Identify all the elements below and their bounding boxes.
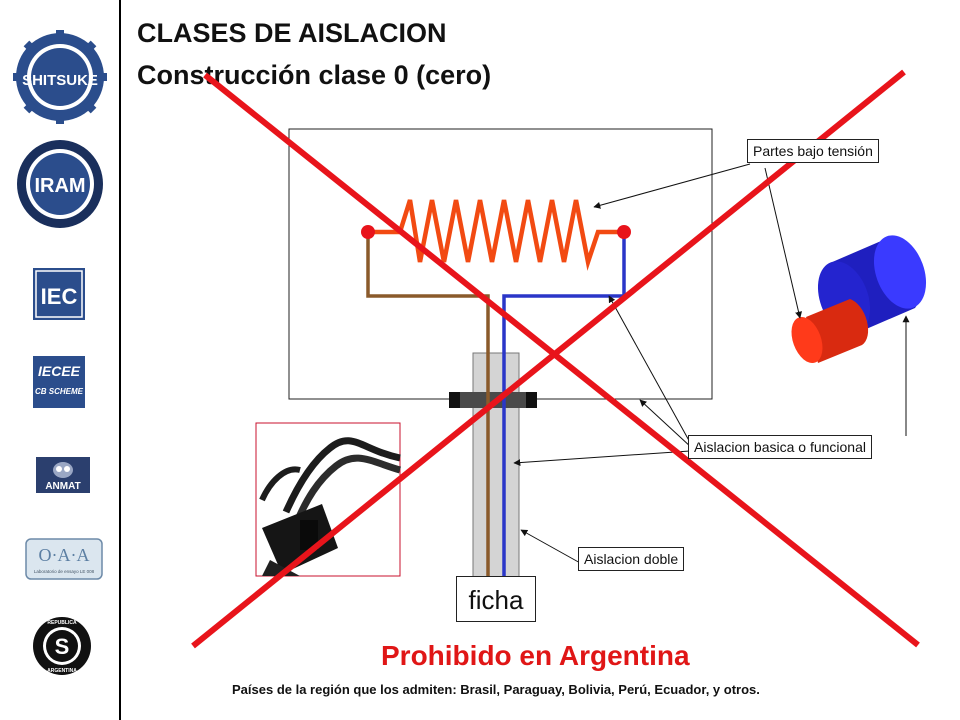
iec-logo: IEC (33, 268, 85, 320)
arrow-basica-to-wire (608, 295, 693, 447)
logo-sidebar: SHITSUKE IRAM IEC IECEE CB SCHEME ANMAT … (0, 0, 121, 720)
shitsuke-logo-text: SHITSUKE (22, 72, 98, 89)
label-partes-bajo-tension: Partes bajo tensión (747, 139, 879, 163)
anmat-logo: ANMAT (36, 457, 90, 493)
iram-logo: IRAM (17, 140, 103, 228)
label-aislacion-doble: Aislacion doble (578, 547, 685, 571)
iec-logo-text: IEC (41, 284, 78, 309)
iram-center (30, 153, 90, 215)
prohibition-text: Prohibido en Argentina (381, 640, 690, 671)
slide-title: CLASES DE AISLACION (137, 18, 447, 48)
iecee-logo-text: IECEE (38, 363, 81, 379)
arrow-partes-to-resistor (593, 163, 751, 209)
s-mark-ring-top-text: REPUBLICA (47, 620, 77, 626)
live-wire (366, 232, 490, 576)
s-mark-text: S (55, 634, 70, 659)
oaa-badge (25, 538, 103, 580)
countries-footnote: Países de la región que los admiten: Bra… (232, 682, 760, 697)
iram-logo-text: IRAM (34, 175, 85, 197)
oaa-logo: O·A·A Laboratorio de ensayo LE 008 (25, 538, 103, 580)
arrow-partes-to-conductor (764, 167, 802, 319)
iec-badge (33, 268, 85, 320)
prohibition-cross-icon (191, 69, 920, 649)
shitsuke-gear-icon (13, 30, 107, 124)
s-mark-logo: S REPUBLICA ARGENTINA (33, 617, 91, 675)
anmat-logo-text: ANMAT (45, 481, 80, 492)
neutral-wire (502, 232, 626, 576)
terminal-left (361, 225, 375, 239)
iecee-logo: IECEE CB SCHEME (33, 356, 85, 408)
terminal-right (617, 225, 631, 239)
label-aislacion-basica: Aislacion basica o funcional (688, 435, 872, 459)
iecee-cb-scheme-text: CB SCHEME (35, 387, 84, 396)
s-mark-ring-bottom-text: ARGENTINA (47, 668, 77, 674)
label-ficha: ficha (456, 576, 536, 622)
insulated-conductor-illustration (791, 235, 927, 364)
shitsuke-logo: SHITSUKE (13, 30, 107, 124)
slide-subtitle: Construcción clase 0 (cero) (137, 60, 492, 90)
arrow-basica-to-bushing (639, 399, 693, 449)
oaa-lab-text: Laboratorio de ensayo LE 008 (34, 569, 95, 574)
power-cord-photo (255, 422, 401, 577)
anmat-owl-icon (53, 462, 73, 478)
arrow-doble-to-jacket (520, 529, 583, 565)
arrow-basica-to-cable (513, 450, 691, 467)
oaa-logo-text: O·A·A (39, 545, 90, 565)
iecee-badge (33, 356, 85, 408)
